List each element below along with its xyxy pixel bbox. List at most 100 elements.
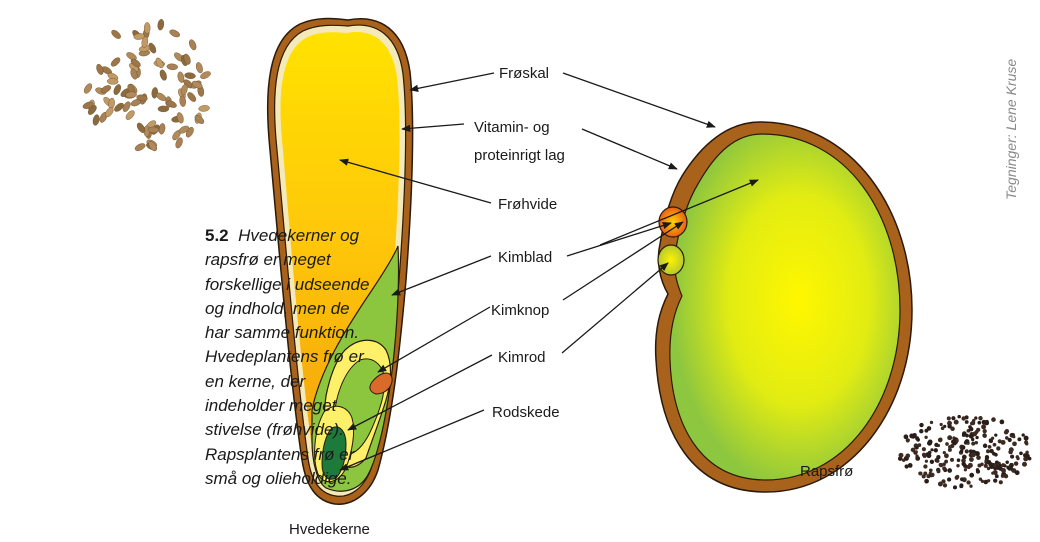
rape-grain xyxy=(925,460,928,463)
rape-grain xyxy=(969,485,972,488)
rape-grain xyxy=(924,436,927,439)
rape-grain xyxy=(1005,429,1009,433)
rape-grain xyxy=(1005,460,1008,463)
rape-grain xyxy=(960,477,964,481)
wheat-grain xyxy=(92,114,100,126)
rape-grain xyxy=(1000,420,1005,425)
rape-grain xyxy=(927,441,932,446)
rape-grain xyxy=(969,434,974,439)
rape-grain xyxy=(965,420,969,424)
rape-grain xyxy=(1001,468,1006,473)
rape-grain xyxy=(961,462,965,466)
wheat-grains-photo xyxy=(82,19,212,153)
rape-grain xyxy=(979,477,982,480)
rape-grain xyxy=(969,457,974,462)
rape-grain xyxy=(923,454,927,458)
wheat-grain xyxy=(110,56,122,68)
rape-grain xyxy=(1022,433,1025,436)
rape-grain xyxy=(999,480,1003,484)
wheat-grain xyxy=(134,142,147,152)
rape-grain xyxy=(971,452,976,457)
rape-grain xyxy=(1024,440,1028,444)
rape-grain xyxy=(923,464,927,468)
rape-grain xyxy=(989,449,993,453)
rape-grain xyxy=(951,416,955,420)
rape-grain xyxy=(942,466,946,470)
rape-grain xyxy=(945,442,949,446)
rape-grain xyxy=(991,437,994,440)
figure-number: 5.2 xyxy=(205,226,229,245)
rape-grain xyxy=(962,455,967,460)
label-rapsfro: Rapsfrø xyxy=(800,463,853,480)
rape-grain xyxy=(1008,438,1012,442)
rape-grain xyxy=(899,453,904,458)
rape-grain xyxy=(987,479,990,482)
rape-grain xyxy=(919,429,923,433)
label-kimknop: Kimknop xyxy=(491,302,549,319)
rape-grain xyxy=(1001,474,1005,478)
arrow-froskal-wheat xyxy=(410,73,494,90)
rape-grain xyxy=(947,477,951,481)
wheat-grain xyxy=(157,19,164,31)
rape-grain xyxy=(905,453,910,458)
arrow-froskal-rape xyxy=(563,73,715,127)
rape-grain xyxy=(1019,451,1023,455)
rape-grain xyxy=(988,445,992,449)
rape-grain xyxy=(1010,455,1014,459)
rape-grain xyxy=(1022,462,1027,467)
rape-bud-green xyxy=(658,245,684,275)
label-kimrod: Kimrod xyxy=(498,349,546,366)
wheat-grain xyxy=(168,28,181,38)
rape-grain xyxy=(995,474,999,478)
rape-grain xyxy=(985,455,989,459)
rape-grain xyxy=(930,460,934,464)
rape-grain xyxy=(1015,470,1020,475)
rape-grain xyxy=(912,433,916,437)
rape-grain xyxy=(956,464,959,467)
rape-grain xyxy=(943,451,946,454)
wheat-grain xyxy=(107,78,118,85)
rape-grain xyxy=(930,448,933,451)
rapeseed-photo xyxy=(898,415,1031,490)
rape-grain xyxy=(1001,440,1006,445)
rape-grain xyxy=(966,442,969,445)
rape-grain xyxy=(937,444,940,447)
rape-grain xyxy=(957,415,961,419)
rape-grain xyxy=(1009,447,1014,452)
rape-grain xyxy=(938,438,943,443)
label-hvedekerne: Hvedekerne xyxy=(289,521,370,538)
wheat-grain xyxy=(83,82,94,95)
wheat-grain xyxy=(177,71,185,83)
rape-grain xyxy=(1025,454,1030,459)
rape-grain xyxy=(983,435,986,438)
rape-grain xyxy=(930,421,933,424)
rape-grain xyxy=(951,439,956,444)
rape-grain xyxy=(993,443,997,447)
rape-grain xyxy=(962,433,965,436)
rape-grain xyxy=(915,446,919,450)
wheat-grain xyxy=(159,69,168,81)
rape-grain xyxy=(957,458,961,462)
rape-grain xyxy=(950,427,955,432)
rape-grain xyxy=(939,463,943,467)
rape-grain xyxy=(971,442,975,446)
rape-grain xyxy=(941,479,945,483)
rape-grain xyxy=(964,468,967,471)
rape-grain xyxy=(947,435,952,440)
rape-grain xyxy=(969,473,974,478)
rape-grain xyxy=(994,453,998,457)
rape-grain xyxy=(923,472,927,476)
rape-grain xyxy=(908,463,913,468)
label-kimblad: Kimblad xyxy=(498,249,552,266)
rape-grain xyxy=(981,424,986,429)
label-froskal: Frøskal xyxy=(499,65,549,82)
rape-grain xyxy=(940,423,943,426)
illustration-credit: Tegninger: Lene Kruse xyxy=(1003,59,1019,200)
rape-grain xyxy=(1012,435,1015,438)
rape-grain xyxy=(974,416,977,419)
rape-grain xyxy=(943,483,947,487)
rape-grain xyxy=(1014,461,1018,465)
wheat-grain xyxy=(184,72,196,79)
rape-grain xyxy=(993,470,998,475)
